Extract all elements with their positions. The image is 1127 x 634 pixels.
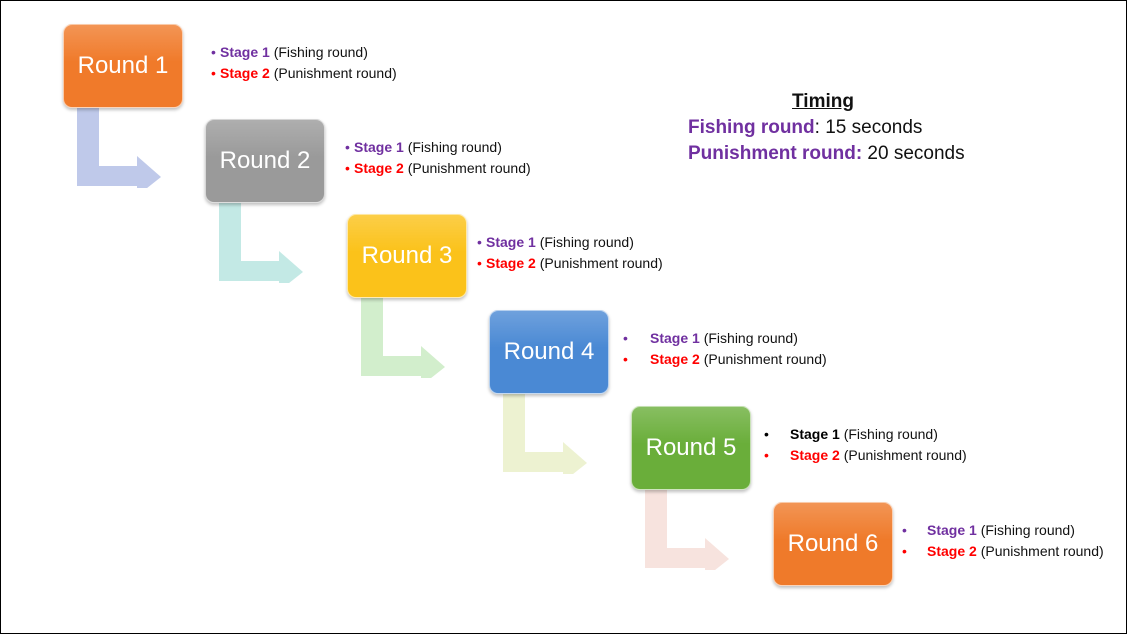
stage-label: Stage 2 bbox=[927, 542, 977, 559]
bullet-icon: • bbox=[902, 542, 907, 559]
stage-list: • Stage 1 (Fishing round) • Stage 2 (Punish… bbox=[764, 424, 967, 465]
stage-item: • Stage 1 (Fishing round) bbox=[623, 328, 827, 349]
bullet-icon: • bbox=[902, 522, 907, 538]
stage-list: •Stage 1 (Fishing round)•Stage 2 (Punish… bbox=[477, 232, 663, 273]
stage-description: (Fishing round) bbox=[980, 522, 1075, 538]
fishing-value: : 15 seconds bbox=[814, 117, 923, 138]
stage-list: •Stage 1 (Fishing round)•Stage 2 (Punish… bbox=[345, 137, 531, 178]
stage-label: Stage 2 bbox=[354, 159, 404, 176]
stage-item: •Stage 2 (Punishment round) bbox=[477, 253, 663, 274]
round-box-1: Round 1 bbox=[63, 24, 183, 108]
round-box-2: Round 2 bbox=[205, 119, 325, 203]
stage-item: •Stage 1 (Fishing round) bbox=[211, 42, 397, 63]
round-label: Round 3 bbox=[361, 242, 453, 269]
stage-label: Stage 2 bbox=[650, 350, 700, 367]
stage-label: Stage 2 bbox=[790, 446, 840, 463]
arrow-shape bbox=[219, 203, 303, 283]
timing-fishing: Fishing round: 15 seconds bbox=[688, 115, 978, 141]
stage-item: • Stage 2 (Punishment round) bbox=[623, 349, 827, 370]
stage-item: • Stage 1 (Fishing round) bbox=[902, 520, 1104, 541]
stage-label: Stage 1 bbox=[354, 139, 404, 155]
stage-label: Stage 1 bbox=[790, 426, 840, 442]
stage-label: Stage 1 bbox=[650, 330, 700, 346]
bullet-icon: • bbox=[345, 159, 350, 176]
stage-description: (Fishing round) bbox=[407, 139, 502, 155]
stage-description: (Punishment round) bbox=[703, 350, 827, 367]
stage-item: •Stage 1 (Fishing round) bbox=[477, 232, 663, 253]
stage-item: •Stage 1 (Fishing round) bbox=[345, 137, 531, 158]
bullet-icon: • bbox=[477, 254, 482, 271]
stage-item: • Stage 2 (Punishment round) bbox=[902, 541, 1104, 562]
arrow-shape bbox=[645, 490, 729, 570]
bullet-icon: • bbox=[764, 446, 769, 463]
round-label: Round 4 bbox=[503, 338, 595, 365]
connector-arrow bbox=[503, 394, 587, 474]
bullet-icon: • bbox=[477, 234, 482, 250]
stage-description: (Punishment round) bbox=[980, 542, 1104, 559]
stage-description: (Fishing round) bbox=[273, 44, 368, 60]
connector-arrow bbox=[361, 298, 445, 378]
stage-item: • Stage 2 (Punishment round) bbox=[764, 445, 967, 466]
fishing-label: Fishing round bbox=[688, 117, 815, 138]
timing-title: Timing bbox=[792, 91, 854, 112]
bullet-icon: • bbox=[623, 330, 628, 346]
stage-label: Stage 1 bbox=[220, 44, 270, 60]
timing-punishment: Punishment round: 20 seconds bbox=[688, 141, 978, 167]
arrow-shape bbox=[503, 394, 587, 474]
bullet-icon: • bbox=[211, 44, 216, 60]
stage-item: • Stage 1 (Fishing round) bbox=[764, 424, 967, 445]
round-label: Round 5 bbox=[645, 434, 737, 461]
stage-list: • Stage 1 (Fishing round) • Stage 2 (Punish… bbox=[902, 520, 1104, 561]
stage-item: •Stage 2 (Punishment round) bbox=[211, 63, 397, 84]
punishment-label: Punishment round: bbox=[688, 143, 863, 164]
stage-description: (Fishing round) bbox=[703, 330, 798, 346]
round-label: Round 1 bbox=[77, 52, 169, 79]
stage-description: (Fishing round) bbox=[539, 234, 634, 250]
punishment-value: 20 seconds bbox=[862, 143, 965, 164]
round-label: Round 6 bbox=[787, 530, 879, 557]
stage-description: (Punishment round) bbox=[539, 254, 663, 271]
stage-item: •Stage 2 (Punishment round) bbox=[345, 158, 531, 179]
stage-label: Stage 1 bbox=[927, 522, 977, 538]
stage-list: •Stage 1 (Fishing round)•Stage 2 (Punish… bbox=[211, 42, 397, 83]
arrow-shape bbox=[77, 108, 161, 188]
bullet-icon: • bbox=[623, 350, 628, 367]
bullet-icon: • bbox=[764, 426, 769, 442]
round-box-5: Round 5 bbox=[631, 406, 751, 490]
connector-arrow bbox=[77, 108, 161, 188]
connector-arrow bbox=[219, 203, 303, 283]
timing-panel: Timing Fishing round: 15 seconds Punishm… bbox=[688, 89, 978, 167]
stage-label: Stage 2 bbox=[486, 254, 536, 271]
round-box-3: Round 3 bbox=[347, 214, 467, 298]
round-label: Round 2 bbox=[219, 147, 311, 174]
stage-label: Stage 1 bbox=[486, 234, 536, 250]
stage-description: (Fishing round) bbox=[843, 426, 938, 442]
bullet-icon: • bbox=[345, 139, 350, 155]
round-box-6: Round 6 bbox=[773, 502, 893, 586]
round-box-4: Round 4 bbox=[489, 310, 609, 394]
stage-list: • Stage 1 (Fishing round) • Stage 2 (Punish… bbox=[623, 328, 827, 369]
stage-label: Stage 2 bbox=[220, 64, 270, 81]
stage-description: (Punishment round) bbox=[407, 159, 531, 176]
connector-arrow bbox=[645, 490, 729, 570]
stage-description: (Punishment round) bbox=[843, 446, 967, 463]
bullet-icon: • bbox=[211, 64, 216, 81]
stage-description: (Punishment round) bbox=[273, 64, 397, 81]
arrow-shape bbox=[361, 298, 445, 378]
